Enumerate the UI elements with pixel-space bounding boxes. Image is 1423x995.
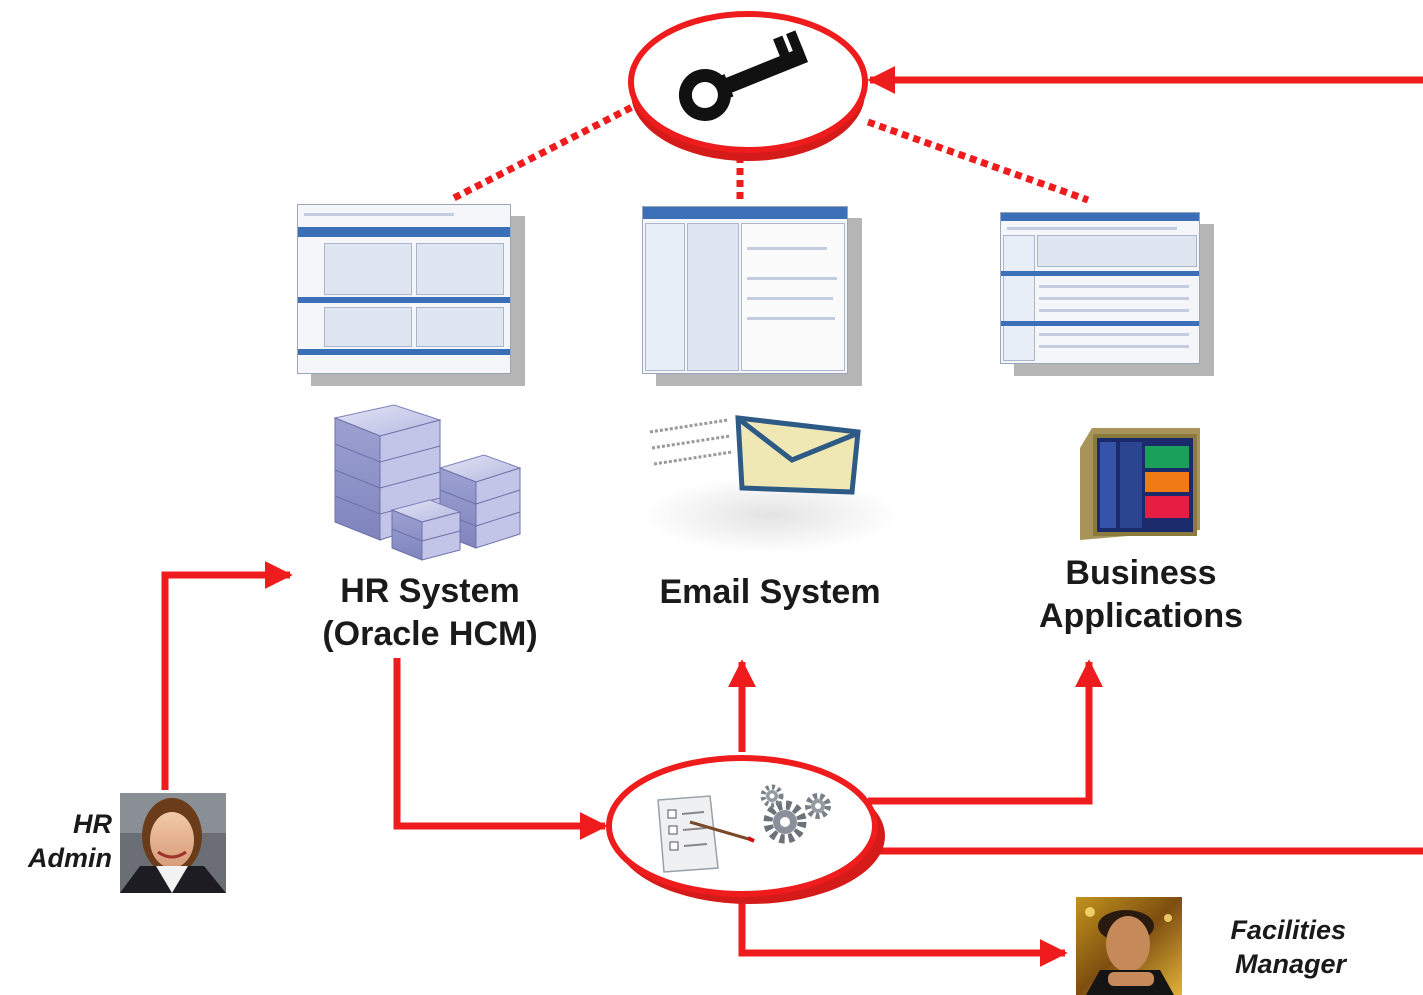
email-system-title: Email System	[659, 573, 881, 611]
server-stack-icon	[333, 404, 522, 561]
facilities-manager-photo	[1076, 897, 1182, 995]
business-applications-label: Business Applications	[1010, 552, 1272, 637]
arrow-hr-to-workflow	[393, 658, 608, 840]
arrow-admin-to-hr	[161, 561, 293, 790]
arrow-workflow-to-apps	[868, 659, 1103, 805]
arrow-workflow-to-facilities	[738, 898, 1068, 967]
flow-arrows	[161, 66, 1423, 967]
facilities-manager-line2: Manager	[1234, 948, 1346, 979]
hr-admin-line2: Admin	[28, 842, 112, 873]
hr-system-label: HR System (Oracle HCM)	[300, 570, 560, 655]
email-system-label: Email System	[630, 571, 910, 614]
hr-system-subtitle: (Oracle HCM)	[322, 614, 538, 653]
key-icon	[678, 30, 809, 121]
email-system-screenshot	[642, 206, 848, 374]
hr-admin-label: HR Admin	[2, 808, 112, 876]
gear-icon	[805, 793, 831, 819]
hr-system-title: HR System	[340, 572, 520, 610]
gear-icon	[760, 784, 784, 808]
facilities-manager-line1: Facilities	[1230, 915, 1346, 945]
hr-admin-photo	[120, 793, 226, 893]
envelope-icon	[642, 415, 898, 553]
hr-system-screenshot	[297, 204, 511, 374]
hr-admin-line1: HR	[73, 809, 112, 839]
facilities-manager-label: Facilities Manager	[1190, 914, 1346, 982]
business-applications-line1: Business	[1065, 554, 1217, 592]
gear-icon	[763, 800, 807, 844]
checklist-icon	[657, 795, 755, 873]
workflow-gears-icon	[657, 784, 831, 873]
key-hub	[628, 11, 868, 161]
business-applications-screenshot	[1000, 212, 1200, 364]
business-applications-line2: Applications	[1038, 596, 1244, 635]
workflow-hub	[606, 755, 885, 904]
application-window-icon	[1080, 428, 1200, 540]
